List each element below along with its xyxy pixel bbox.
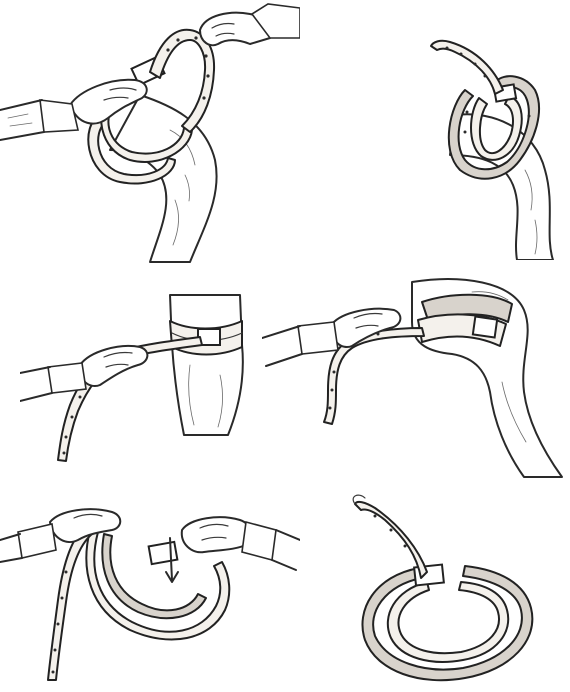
panel-step-1 (0, 0, 300, 270)
strap-free-end (431, 41, 503, 94)
buckle (473, 317, 497, 338)
thigh (170, 295, 243, 435)
left-sleeve-cuff (18, 524, 56, 558)
pulling-hand (80, 346, 148, 386)
left-sleeve-cuff (40, 100, 78, 132)
sleeve-cuff (48, 363, 86, 393)
arm (450, 114, 553, 260)
panel-step-2 (395, 20, 570, 260)
buckle (149, 542, 178, 564)
right-hand (182, 517, 252, 552)
right-sleeve-cuff (242, 522, 276, 560)
panel-step-5 (0, 500, 300, 692)
panel-step-6 (335, 490, 565, 690)
sleeve-cuff (298, 322, 338, 354)
sleeve (20, 367, 52, 401)
strap-inner-ring (388, 582, 508, 662)
panel-step-3 (20, 285, 265, 475)
sleeve (262, 326, 302, 366)
left-sleeve (0, 100, 44, 140)
panel-step-4 (262, 262, 570, 480)
